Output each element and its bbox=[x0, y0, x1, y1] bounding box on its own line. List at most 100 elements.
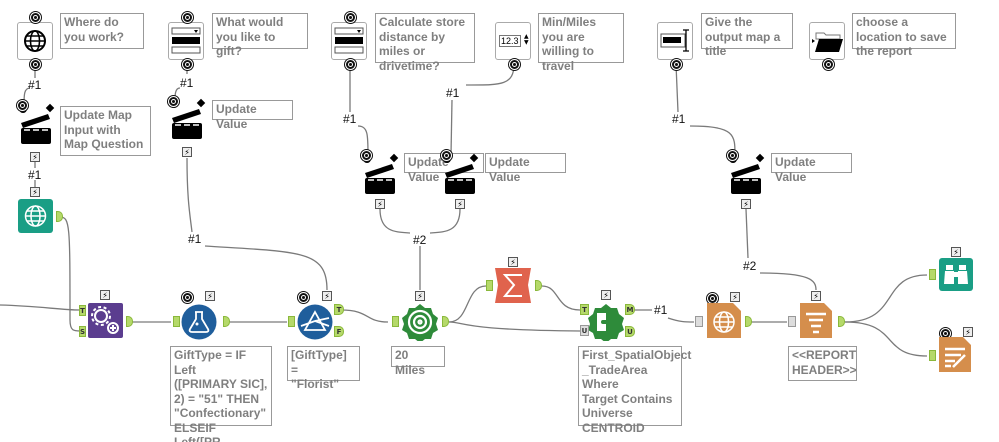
input-anchor[interactable] bbox=[929, 269, 936, 280]
question-anchor-icon[interactable] bbox=[671, 59, 682, 70]
multi-input-anchor[interactable] bbox=[695, 316, 703, 327]
action-anchor-icon[interactable]: ⚡ bbox=[205, 291, 215, 301]
input-anchor[interactable] bbox=[392, 316, 399, 327]
text-box-icon bbox=[660, 29, 689, 52]
input-anchor[interactable] bbox=[788, 316, 796, 327]
matched-output-anchor[interactable]: M bbox=[625, 304, 635, 315]
question-anchor-icon[interactable] bbox=[823, 59, 834, 70]
target-input-anchor[interactable]: T bbox=[79, 305, 86, 316]
question-anchor-icon bbox=[182, 12, 193, 23]
question-anchor-icon[interactable] bbox=[345, 59, 356, 70]
binoculars-icon bbox=[944, 265, 968, 284]
dropdown-question-tool-distance[interactable] bbox=[331, 22, 367, 60]
annotation: GiftType = IF Left ([PRIMARY SIC], 2) = … bbox=[170, 346, 272, 442]
annotation: Min/Miles you are willing to travel bbox=[538, 13, 624, 73]
summarize-tool[interactable] bbox=[495, 268, 532, 304]
connection-label: #1 bbox=[28, 168, 42, 182]
trade-area-tool[interactable] bbox=[401, 303, 439, 341]
annotation: Where do you work? bbox=[60, 13, 144, 49]
question-anchor-icon[interactable] bbox=[509, 59, 520, 70]
render-tool[interactable] bbox=[939, 337, 973, 373]
action-anchor-icon[interactable]: ⚡ bbox=[730, 292, 740, 302]
formula-tool[interactable] bbox=[181, 304, 217, 340]
output-anchor[interactable] bbox=[56, 211, 63, 222]
folder-browse-question-tool[interactable] bbox=[809, 22, 845, 60]
connection bbox=[450, 99, 453, 156]
action-anchor-icon[interactable]: ⚡ bbox=[963, 327, 973, 337]
output-anchor[interactable] bbox=[838, 316, 845, 327]
connection bbox=[448, 285, 487, 323]
globe-icon bbox=[713, 311, 735, 333]
true-output-anchor[interactable]: T bbox=[334, 304, 344, 315]
connection-label: #1 bbox=[343, 112, 357, 126]
action-anchor-icon[interactable]: ⚡ bbox=[100, 290, 110, 300]
append-fields-tool[interactable] bbox=[88, 303, 124, 339]
input-anchor[interactable] bbox=[929, 350, 936, 361]
action-anchor-icon[interactable]: ⚡ bbox=[741, 199, 751, 209]
action-anchor-icon[interactable]: ⚡ bbox=[322, 291, 332, 301]
map-report-tool[interactable] bbox=[707, 303, 743, 339]
question-anchor-icon[interactable] bbox=[182, 59, 193, 70]
action-anchor-icon[interactable]: ⚡ bbox=[455, 199, 465, 209]
connection bbox=[465, 63, 515, 86]
dropdown-question-tool-gift[interactable] bbox=[168, 22, 204, 60]
annotation: Give the output map a title bbox=[701, 13, 793, 58]
flask-icon bbox=[188, 311, 210, 333]
unmatched-output-anchor[interactable]: U bbox=[625, 326, 635, 337]
action-anchor-icon[interactable]: ⚡ bbox=[182, 147, 192, 157]
numeric-updown-question-tool[interactable]: 12.3 ▲▼ bbox=[495, 22, 531, 60]
input-anchor[interactable] bbox=[173, 316, 180, 327]
globe-icon bbox=[24, 30, 46, 52]
input-anchor[interactable] bbox=[486, 280, 493, 291]
connection bbox=[204, 245, 328, 291]
action-anchor-icon[interactable]: ⚡ bbox=[601, 290, 611, 300]
connection-label: #1 bbox=[28, 78, 42, 92]
action-anchor-icon[interactable]: ⚡ bbox=[951, 247, 961, 257]
connection bbox=[667, 317, 695, 323]
map-input-tool[interactable] bbox=[18, 199, 54, 234]
question-anchor-icon bbox=[182, 292, 193, 303]
connection bbox=[745, 208, 749, 259]
action-anchor-icon[interactable]: ⚡ bbox=[30, 187, 40, 197]
annotation: Update Map Input with Map Question bbox=[60, 106, 151, 156]
action-anchor-icon[interactable]: ⚡ bbox=[30, 152, 40, 162]
numeric-value: 12.3 bbox=[499, 35, 521, 47]
action-anchor-icon[interactable]: ⚡ bbox=[375, 199, 385, 209]
connection bbox=[759, 272, 817, 291]
spatial-match-tool[interactable] bbox=[587, 303, 625, 341]
false-output-anchor[interactable]: F bbox=[334, 326, 344, 337]
map-question-tool[interactable] bbox=[17, 22, 53, 60]
text-box-question-tool[interactable] bbox=[657, 22, 693, 60]
prism-icon bbox=[300, 310, 330, 331]
report-layout-tool[interactable] bbox=[800, 303, 834, 339]
annotation: Calculate store distance by miles or dri… bbox=[375, 13, 475, 73]
connection bbox=[340, 309, 389, 323]
connection-label: #1 bbox=[446, 86, 460, 100]
universe-input-anchor[interactable]: U bbox=[580, 325, 589, 336]
output-anchor[interactable] bbox=[223, 316, 230, 327]
dropdown-icon bbox=[171, 27, 201, 54]
target-input-anchor[interactable]: T bbox=[580, 304, 589, 315]
connection-label: #2 bbox=[743, 259, 757, 273]
filter-tool[interactable] bbox=[297, 304, 333, 340]
annotation: What would you like to gift? bbox=[212, 13, 308, 58]
output-anchor[interactable] bbox=[126, 316, 133, 327]
connection bbox=[541, 285, 581, 311]
action-anchor-icon[interactable]: ⚡ bbox=[811, 291, 821, 301]
action-tool-distance[interactable] bbox=[362, 153, 400, 197]
output-anchor[interactable] bbox=[535, 280, 542, 291]
question-anchor-icon[interactable] bbox=[30, 59, 41, 70]
connection-label: #1 bbox=[188, 232, 202, 246]
browse-tool[interactable] bbox=[939, 258, 974, 292]
action-anchor-icon[interactable]: ⚡ bbox=[508, 257, 518, 267]
output-anchor[interactable] bbox=[745, 316, 752, 327]
output-anchor[interactable] bbox=[442, 316, 449, 327]
action-anchor-icon[interactable]: ⚡ bbox=[415, 291, 425, 301]
annotation: <<REPORT HEADER>> bbox=[788, 346, 857, 381]
question-anchor-icon bbox=[441, 150, 452, 161]
input-anchor[interactable] bbox=[288, 316, 295, 327]
gears-icon bbox=[91, 306, 119, 334]
source-input-anchor[interactable]: S bbox=[79, 326, 86, 337]
